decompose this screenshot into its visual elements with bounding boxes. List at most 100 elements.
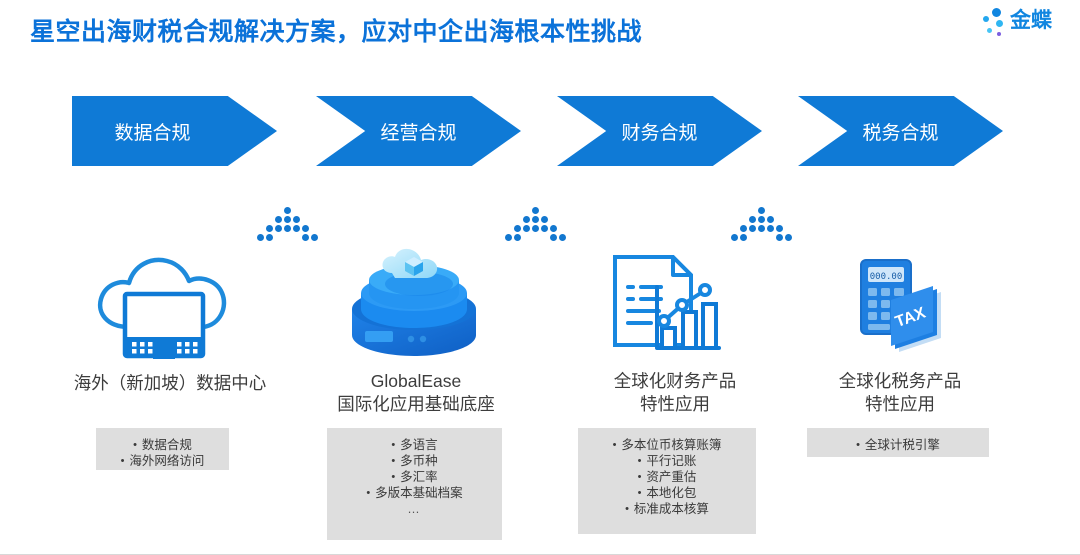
feature-list-item: •平行记账	[637, 454, 697, 468]
chevron-dot	[531, 207, 539, 214]
column-title-tax-product: 全球化税务产品 特性应用	[800, 370, 1000, 416]
column-title-main: 全球化税务产品	[838, 371, 962, 391]
feature-list-item: •多币种	[391, 454, 438, 468]
bullet-glyph-icon: •	[637, 455, 642, 467]
kingdee-logo: 金蝶	[980, 4, 1066, 40]
bullet-glyph-icon: •	[637, 487, 642, 499]
chevron-dot	[283, 207, 291, 214]
column-title-sub: 国际化应用基础底座	[337, 394, 495, 414]
column-title-sub: 特性应用	[865, 394, 935, 414]
chevron-dot	[504, 234, 512, 241]
chevron-dot	[784, 234, 792, 241]
chevron-dot	[522, 225, 530, 232]
chevron-dot	[301, 225, 309, 232]
feature-box-datacenter: •数据合规 •海外网络访问	[96, 428, 229, 470]
bullet-glyph-icon: •	[625, 503, 629, 515]
chevron-dot	[274, 225, 282, 232]
flow-step-operation-compliance[interactable]: 经营合规	[316, 96, 521, 166]
dot-chevron-up-icon	[726, 205, 796, 245]
bullet-glyph-icon: •	[366, 487, 371, 499]
page-title: 星空出海财税合规解决方案，应对中企出海根本性挑战	[30, 18, 643, 46]
chevron-dot	[757, 216, 765, 223]
chevron-dot	[558, 234, 566, 241]
feature-list-item: •数据合规	[133, 438, 192, 452]
feature-box-finance-product: •多本位币核算账簿•平行记账•资产重估•本地化包•标准成本核算	[578, 428, 756, 534]
dot-chevron-up-icon	[500, 205, 570, 245]
flow-step-finance-compliance[interactable]: 财务合规	[557, 96, 762, 166]
feature-list-item: •多版本基础档案	[366, 486, 463, 500]
bullet-glyph-icon: •	[612, 439, 617, 451]
flow-step-label: 数据合规	[114, 122, 191, 144]
dot-chevron-up-icon	[252, 205, 322, 245]
chevron-dot	[310, 234, 318, 241]
feature-list: •多本位币核算账簿•平行记账•资产重估•本地化包•标准成本核算	[584, 437, 750, 517]
flow-step-label: 税务合规	[862, 122, 939, 144]
feature-list-item: •资产重估	[637, 470, 697, 484]
chevron-dot	[748, 225, 756, 232]
calculator-tax-icon: 000.00 TAX	[842, 248, 962, 360]
cloud-datacenter-icon	[88, 248, 240, 360]
chevron-dot	[748, 216, 756, 223]
feature-list-item: •多本位币核算账簿	[612, 438, 722, 452]
chevron-dot	[739, 225, 747, 232]
bullet-glyph-icon: •	[133, 439, 137, 451]
chevron-dot	[775, 225, 783, 232]
chevron-dot	[766, 216, 774, 223]
column-title-main: 全球化财务产品	[613, 371, 737, 391]
chevron-dot	[274, 216, 282, 223]
chevron-dot	[256, 234, 264, 241]
flow-step-label: 经营合规	[380, 122, 457, 144]
feature-list-item: •海外网络访问	[120, 454, 205, 468]
flow-step-label: 财务合规	[621, 122, 698, 144]
feature-list-item: •多汇率	[391, 470, 438, 484]
page-header: 星空出海财税合规解决方案，应对中企出海根本性挑战 金蝶	[0, 0, 1080, 58]
feature-list: •数据合规 •海外网络访问	[102, 437, 223, 469]
feature-list-item: •标准成本核算	[625, 502, 709, 516]
chevron-dot	[283, 216, 291, 223]
chevron-dot	[540, 216, 548, 223]
chevron-dot	[292, 225, 300, 232]
feature-list: •全球计税引擎	[813, 437, 983, 453]
chevron-dot	[757, 225, 765, 232]
chevron-dot	[775, 234, 783, 241]
chevron-dot	[301, 234, 309, 241]
column-title-finance-product: 全球化财务产品 特性应用	[570, 370, 780, 416]
financial-report-chart-icon	[594, 248, 734, 360]
column-title-main: GlobalEase	[370, 371, 462, 391]
chevron-dot	[531, 216, 539, 223]
feature-list-item: …	[407, 502, 422, 516]
flow-step-tax-compliance[interactable]: 税务合规	[798, 96, 1003, 166]
chevron-dot	[522, 216, 530, 223]
bullet-glyph-icon: •	[637, 471, 642, 483]
feature-list-item: •多语言	[391, 438, 438, 452]
logo-dots-icon	[980, 6, 1010, 38]
chevron-dot	[739, 234, 747, 241]
column-title-datacenter: 海外（新加坡）数据中心	[20, 372, 320, 395]
feature-box-globalease: •多语言 •多币种 •多汇率 •多版本基础档案 …	[327, 428, 502, 540]
chevron-dot	[549, 234, 557, 241]
chevron-dot	[757, 207, 765, 214]
chevron-dot	[265, 225, 273, 232]
chevron-dot	[531, 225, 539, 232]
feature-list: •多语言 •多币种 •多汇率 •多版本基础档案 …	[333, 437, 496, 517]
chevron-dot	[292, 216, 300, 223]
chevron-dot	[513, 234, 521, 241]
bullet-glyph-icon: •	[391, 439, 396, 451]
cloud-database-icon	[338, 248, 490, 360]
flow-step-data-compliance[interactable]: 数据合规	[72, 96, 277, 166]
chevron-dot	[540, 225, 548, 232]
chevron-dot	[549, 225, 557, 232]
column-title-globalease: GlobalEase 国际化应用基础底座	[316, 370, 516, 416]
svg-text:000.00: 000.00	[870, 272, 903, 282]
bullet-glyph-icon: •	[391, 455, 396, 467]
chevron-dot	[283, 225, 291, 232]
feature-list-item: •全球计税引擎	[856, 438, 940, 452]
chevron-dot	[513, 225, 521, 232]
column-title-sub: 特性应用	[640, 394, 710, 414]
chevron-dot	[265, 234, 273, 241]
brand-name: 金蝶	[1010, 9, 1052, 32]
bullet-glyph-icon: •	[856, 439, 860, 451]
chevron-dot	[730, 234, 738, 241]
feature-box-tax-product: •全球计税引擎	[807, 428, 989, 457]
bullet-glyph-icon: •	[120, 455, 125, 467]
